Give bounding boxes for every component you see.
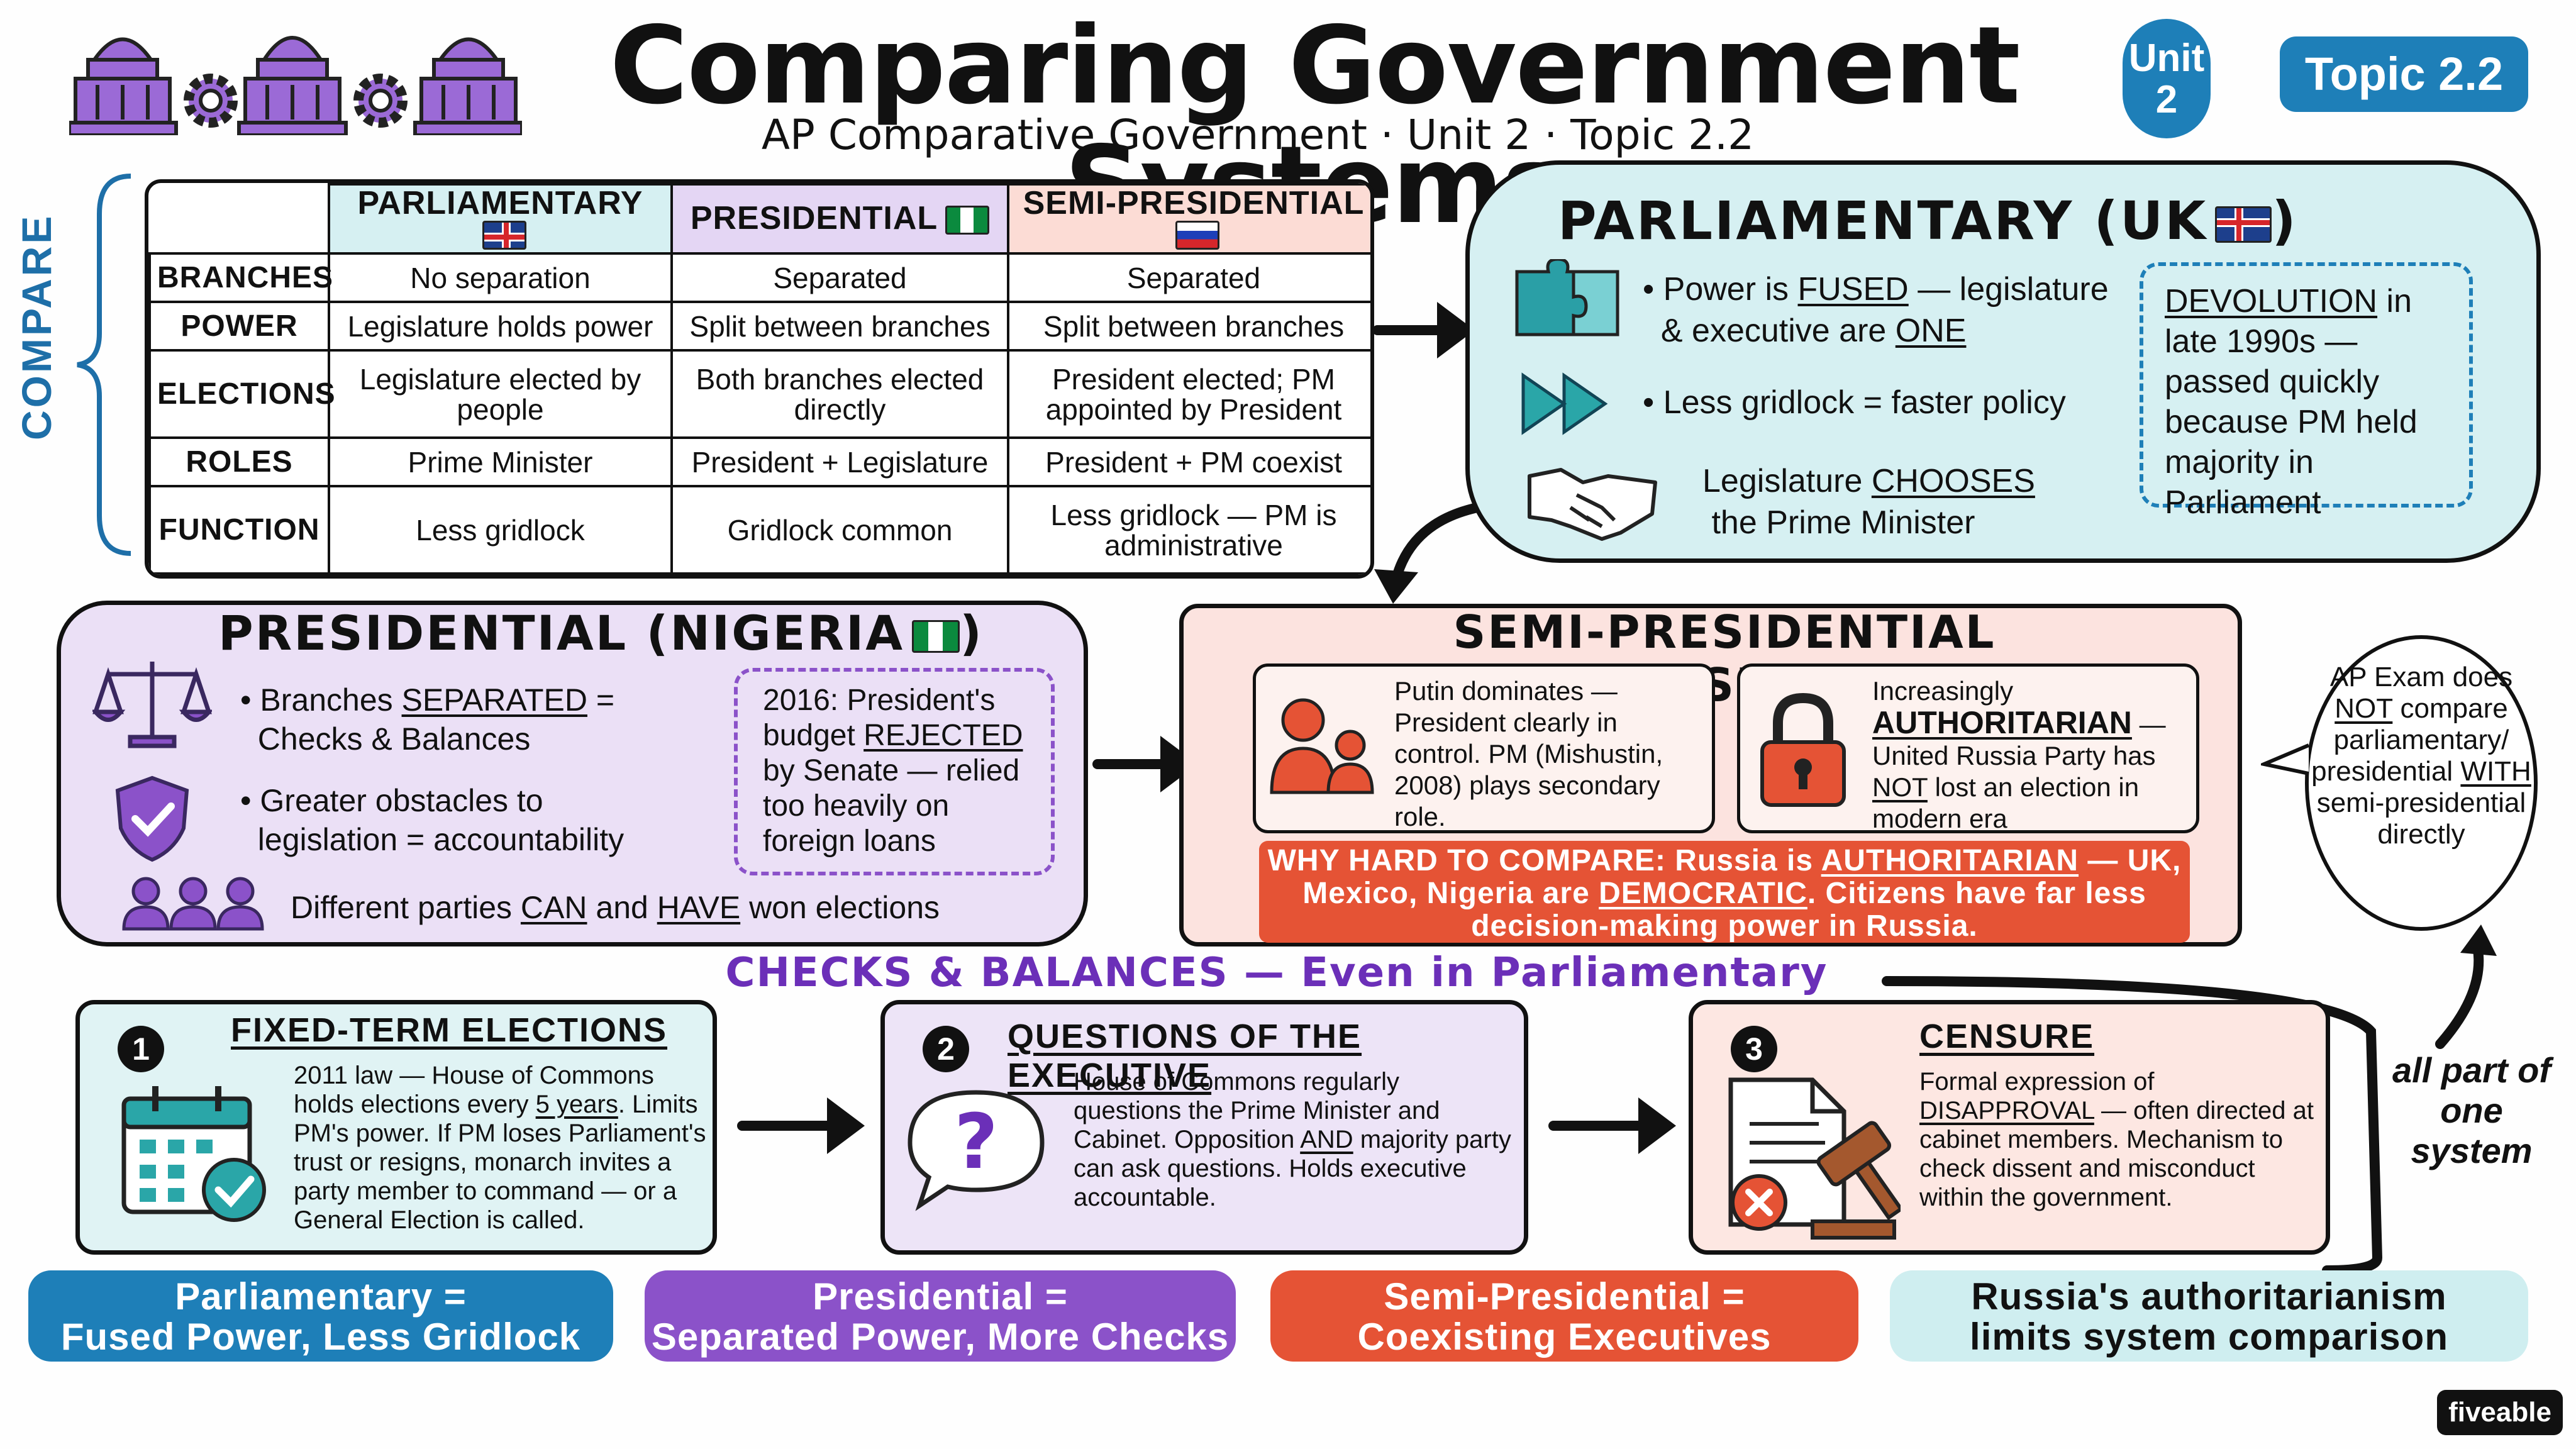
column-header-parliamentary: PARLIAMENTARY (328, 183, 673, 255)
question-bubble-icon: ? (908, 1090, 1045, 1211)
check-title: CENSURE (1919, 1018, 2095, 1055)
table-cell: President elected; PM appointed by Presi… (1007, 349, 1370, 440)
check-text: 2011 law — House of Commons holds electi… (294, 1062, 706, 1234)
presidential-point-parties: Different parties CAN and HAVE won elect… (291, 890, 940, 925)
brace-icon (77, 174, 131, 556)
presidential-point-separated: • Branches SEPARATED = Checks & Balances (240, 682, 615, 757)
summary-presidential: Presidential =Separated Power, More Chec… (645, 1270, 1236, 1362)
unit-number: 2 (2155, 78, 2178, 121)
presidential-point-obstacles: • Greater obstacles to legislation = acc… (240, 783, 625, 857)
check-title: FIXED-TERM ELECTIONS (231, 1011, 668, 1049)
step-number: 1 (118, 1026, 164, 1072)
row-head: ROLES (148, 436, 330, 488)
scales-icon (92, 662, 212, 748)
table-row: FUNCTION Less gridlock Gridlock common L… (148, 485, 1370, 575)
check-text: Formal expression of DISAPPROVAL — often… (1919, 1068, 2314, 1211)
padlock-icon (1760, 692, 1846, 807)
table-cell: Prime Minister (328, 436, 673, 488)
table-row: ROLES Prime Minister President + Legisla… (148, 436, 1370, 488)
presidential-title: PRESIDENTIAL (NIGERIA) (218, 605, 984, 661)
devolution-note: DEVOLUTION in late 1990s — passed quickl… (2140, 262, 2473, 521)
parliamentary-panel: PARLIAMENTARY (UK) • Power is FUSED — le… (1465, 160, 2541, 563)
parliamentary-point-fused: • Power is FUSED — legislature & executi… (1643, 271, 2109, 349)
step-number: 2 (923, 1026, 969, 1072)
step-number: 3 (1731, 1026, 1777, 1072)
summary-semi-presidential: Semi-Presidential =Coexisting Executives (1270, 1270, 1858, 1362)
bubble-tail-icon (2261, 743, 2310, 775)
row-head: ELECTIONS (148, 349, 335, 440)
table-cell: Separated (1007, 252, 1370, 304)
handshake-icon (1528, 468, 1657, 541)
all-part-of-one-system-note: all part of one system (2392, 1050, 2551, 1170)
calendar-check-icon (121, 1086, 266, 1222)
fast-forward-icon (1521, 372, 1608, 435)
unit-badge: Unit 2 (2123, 19, 2211, 138)
svg-text:?: ? (954, 1099, 998, 1186)
uk-flag-icon (2215, 206, 2272, 243)
table-cell: No separation (328, 252, 673, 304)
putin-note-text: Putin dominates — President clearly in c… (1394, 676, 1663, 831)
table-row: BRANCHES No separation Separated Separat… (148, 252, 1370, 304)
row-head: POWER (148, 301, 330, 352)
authoritarian-note-text: Increasingly AUTHORITARIAN — United Russ… (1872, 676, 2166, 833)
row-head: FUNCTION (148, 485, 330, 575)
why-hard-to-compare-banner: WHY HARD TO COMPARE: Russia is AUTHORITA… (1259, 841, 2190, 943)
table-cell: Split between branches (670, 301, 1009, 352)
nigeria-flag-icon (912, 620, 960, 653)
capitol-icon (67, 36, 524, 137)
russia-flag-icon (1175, 221, 1219, 250)
shield-check-icon (115, 775, 189, 862)
ap-exam-note-bubble: AP Exam does NOT compare parliamentary/ … (2305, 635, 2538, 931)
parliamentary-point-gridlock: • Less gridlock = faster policy (1643, 384, 2066, 421)
table-cell: President + PM coexist (1007, 436, 1370, 488)
table-row: POWER Legislature holds power Split betw… (148, 301, 1370, 352)
check-text: House of Commons regularly questions the… (1074, 1068, 1511, 1211)
person-pair-icon (1270, 698, 1374, 794)
summary-parliamentary: Parliamentary =Fused Power, Less Gridloc… (28, 1270, 613, 1362)
fiveable-logo: fiveable (2437, 1390, 2563, 1435)
table-cell: Both branches elected directly (670, 349, 1009, 440)
table-cell: Split between branches (1007, 301, 1370, 352)
table-cell: Legislature elected by people (328, 349, 673, 440)
row-head: BRANCHES (148, 252, 333, 304)
table-corner (150, 184, 330, 255)
check-card-censure: 3 CENSURE Formal expression of DISAPPROV… (1689, 1000, 2330, 1255)
check-title: QUESTIONS OF THE EXECUTIVE (1008, 1018, 1362, 1094)
semi-presidential-panel: SEMI-PRESIDENTIAL (RUSSIA) Putin dominat… (1179, 604, 2242, 947)
table-cell: Separated (670, 252, 1009, 304)
header-icons (67, 16, 524, 137)
nigeria-budget-note: 2016: President's budget REJECTED by Sen… (734, 668, 1055, 875)
table-cell: Legislature holds power (328, 301, 673, 352)
topic-badge: Topic 2.2 (2280, 36, 2528, 112)
check-card-questions: 2 QUESTIONS OF THE EXECUTIVE ? House of … (880, 1000, 1528, 1255)
column-header-presidential: PRESIDENTIAL (670, 183, 1009, 255)
nigeria-flag-icon (945, 206, 990, 235)
table-cell: Less gridlock (328, 485, 673, 575)
table-cell: President + Legislature (670, 436, 1009, 488)
parliamentary-title: PARLIAMENTARY (UK) (1558, 190, 2298, 252)
document-gavel-icon (1728, 1077, 1901, 1240)
table-cell: Gridlock common (670, 485, 1009, 575)
page-subtitle: AP Comparative Government · Unit 2 · Top… (761, 111, 1755, 159)
parliamentary-point-chooses: Legislature CHOOSES the Prime Minister (1702, 463, 2035, 541)
comparison-table: PARLIAMENTARY PRESIDENTIAL SEMI-PRESIDEN… (145, 179, 1374, 579)
puzzle-icon (1515, 259, 1619, 336)
people-icon (122, 877, 264, 931)
table-row: ELECTIONS Legislature elected by people … (148, 349, 1370, 440)
authoritarian-note: Increasingly AUTHORITARIAN — United Russ… (1737, 663, 2199, 833)
table-cell: Less gridlock — PM is administrative (1007, 485, 1370, 575)
column-header-semi-presidential: SEMI-PRESIDENTIAL (1007, 183, 1370, 255)
putin-note: Putin dominates — President clearly in c… (1253, 663, 1715, 833)
unit-label: Unit (2128, 36, 2205, 80)
presidential-panel: PRESIDENTIAL (NIGERIA) • Branches SEPARA… (57, 601, 1088, 947)
uk-flag-icon (482, 221, 526, 250)
check-card-fixed-term: 1 FIXED-TERM ELECTIONS 2011 law — House … (75, 1000, 717, 1255)
